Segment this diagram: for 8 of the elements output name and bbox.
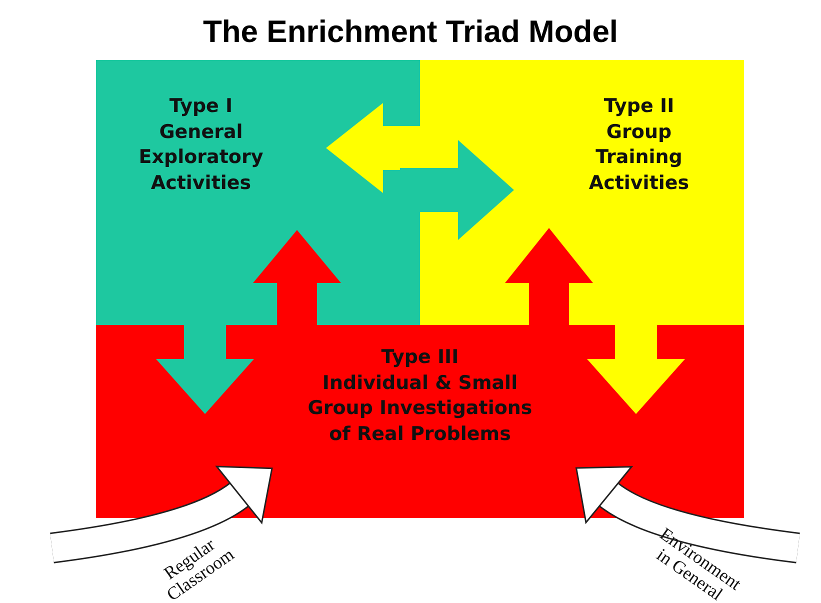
block-arrow [400, 140, 514, 240]
region-heading: Type III [381, 345, 459, 370]
diagram-title: The Enrichment Triad Model [202, 14, 618, 50]
region-description: Group Training Activities [588, 120, 690, 196]
region-heading: Type II [604, 94, 674, 119]
region-description: General Exploratory Activities [138, 120, 264, 196]
region-heading: Type I [169, 94, 233, 119]
region-description: Individual & Small Group Investigations of Real Problems [306, 370, 534, 447]
